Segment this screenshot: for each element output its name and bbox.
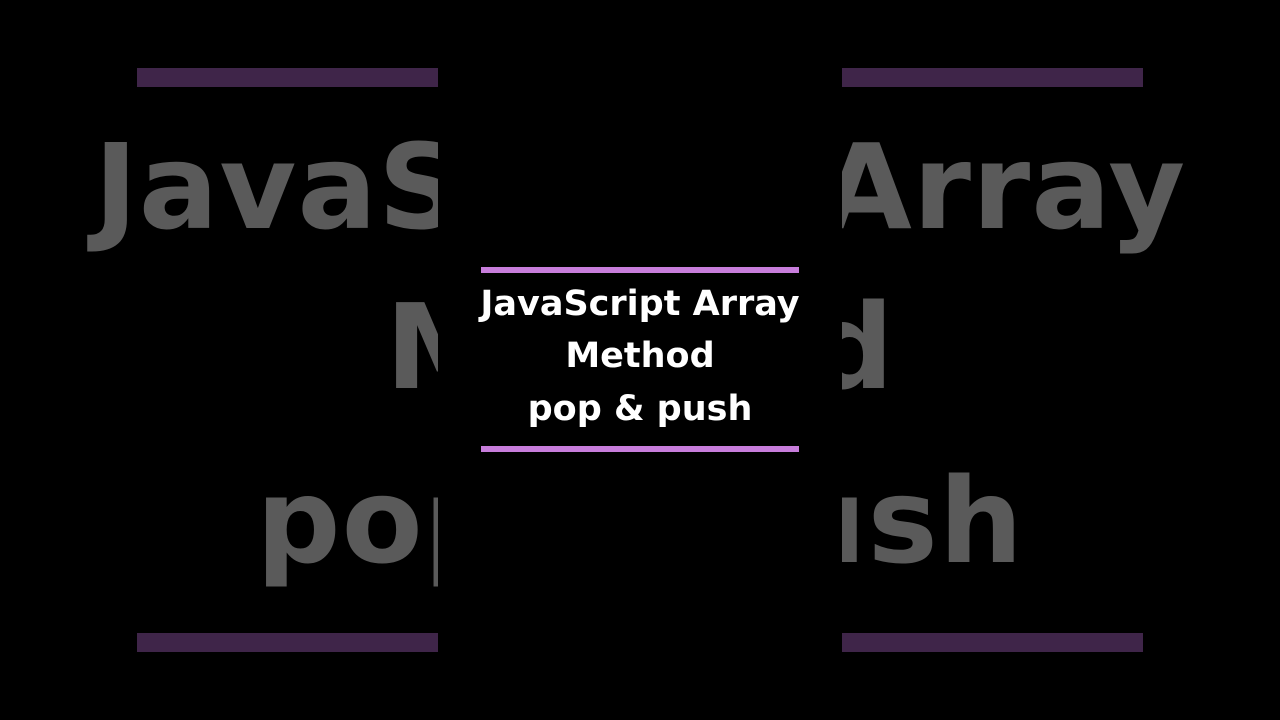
background-title-line-1: JavaScript Array [93, 118, 1187, 256]
background-title-line-3: pop & push [256, 452, 1024, 590]
background-title-line-2: Method [0, 288, 438, 406]
background-accent-bar-bottom [842, 633, 1143, 652]
background-title-line-1: JavaScript Array [93, 118, 1187, 256]
background-title-line-3: pop & push [256, 452, 1024, 590]
background-accent-bar-bottom [137, 633, 438, 652]
background-title-line-2: Method [842, 288, 1280, 406]
title-line-3: pop & push [527, 389, 753, 429]
title-card: JavaScript Array Method pop & push [438, 0, 842, 720]
accent-bar-bottom [481, 446, 799, 452]
accent-bar-top [481, 267, 799, 273]
title-line-2: Method [565, 336, 715, 376]
background-accent-bar-top [842, 68, 1143, 87]
background-accent-bar-top [137, 68, 438, 87]
title-line-1: JavaScript Array [480, 284, 800, 324]
